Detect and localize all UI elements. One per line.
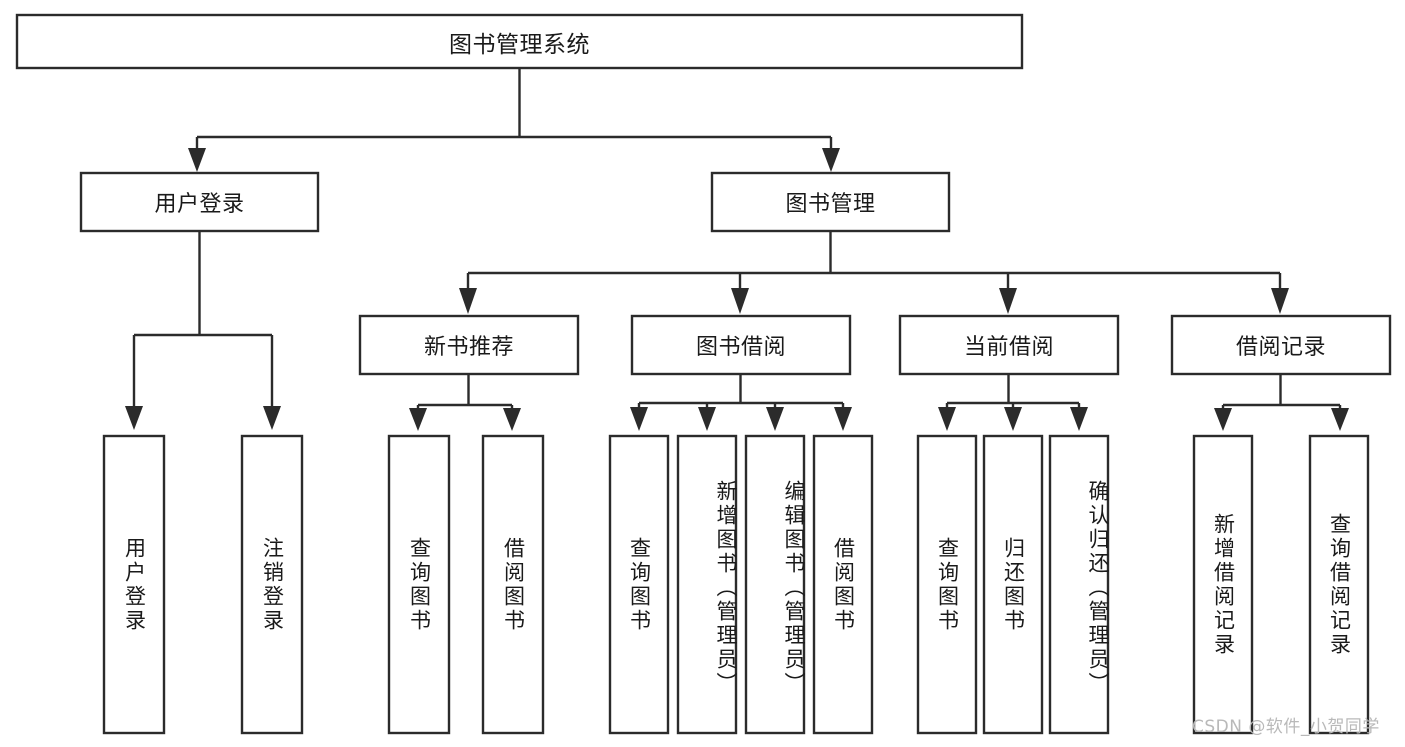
arrowhead-borrowrecords-leaf-2 [1331, 408, 1349, 431]
leaf-box-record-query[interactable] [1308, 434, 1370, 735]
leaf-box-user-login[interactable] [102, 434, 166, 735]
arrowhead-new-book [459, 288, 477, 314]
node-borrow-records-box[interactable] [1170, 314, 1392, 376]
leaf-box-newbook-query[interactable] [387, 434, 451, 735]
leaf-box-current-return[interactable] [982, 434, 1044, 735]
leaf-box-current-query[interactable] [916, 434, 978, 735]
leaf-box-borrow-edit[interactable] [744, 434, 806, 735]
leaf-box-newbook-borrow[interactable] [481, 434, 545, 735]
node-book-borrow-box[interactable] [630, 314, 852, 376]
arrowhead-book-borrow [731, 288, 749, 314]
leaf-box-borrow-add[interactable] [676, 434, 738, 735]
node-book-manage-box[interactable] [710, 171, 951, 233]
arrowhead-bookborrow-leaf-1 [630, 407, 648, 431]
leaf-box-borrow-lend[interactable] [812, 434, 874, 735]
arrowhead-book-manage [822, 148, 840, 172]
arrowhead-user-login [188, 148, 206, 172]
arrowhead-currentborrow-leaf-3 [1070, 407, 1088, 431]
arrowhead-leaf-logout [263, 406, 281, 430]
arrowhead-leaf-user-login [125, 406, 143, 430]
node-user-login-box[interactable] [79, 171, 320, 233]
arrowhead-borrow-records [1271, 288, 1289, 314]
arrowhead-borrowrecords-leaf-1 [1214, 408, 1232, 431]
arrowhead-currentborrow-leaf-1 [938, 407, 956, 431]
leaf-box-current-confirm[interactable] [1048, 434, 1110, 735]
leaf-box-logout[interactable] [240, 434, 304, 735]
leaf-box-record-add[interactable] [1192, 434, 1254, 735]
node-current-borrow-box[interactable] [898, 314, 1120, 376]
leaf-box-borrow-query[interactable] [608, 434, 670, 735]
node-root-box[interactable] [15, 13, 1024, 70]
arrowhead-currentborrow-leaf-2 [1004, 407, 1022, 431]
arrowhead-bookborrow-leaf-2 [698, 407, 716, 431]
arrowhead-current-borrow [999, 288, 1017, 314]
arrowhead-newbook-leaf-1 [409, 408, 427, 431]
arrowhead-bookborrow-leaf-3 [766, 407, 784, 431]
arrowhead-bookborrow-leaf-4 [834, 407, 852, 431]
arrowhead-newbook-leaf-2 [503, 408, 521, 431]
node-new-book-box[interactable] [358, 314, 580, 376]
